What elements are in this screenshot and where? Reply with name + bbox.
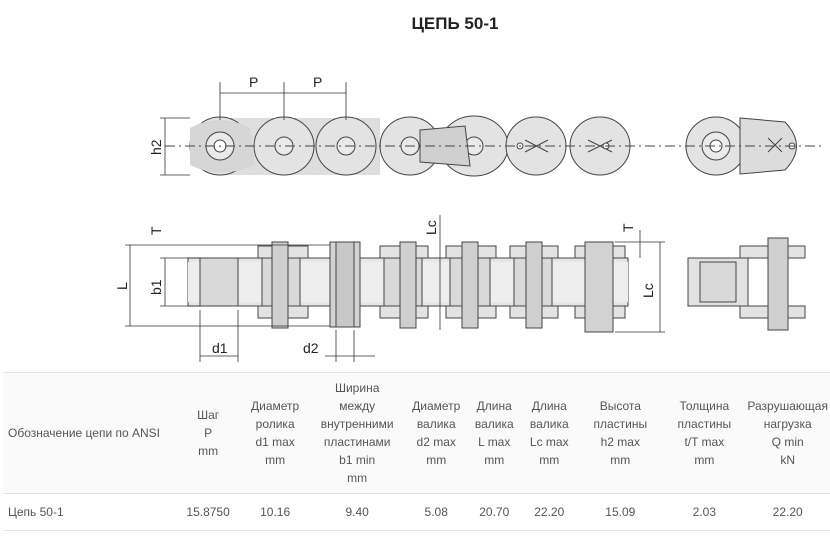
column-header-line: mm [347, 471, 368, 485]
column-header: Высота пластины h2 max mm [577, 372, 664, 494]
table-cell: 9.40 [309, 493, 406, 531]
column-header-line: P [204, 426, 213, 440]
column-header-line: Lc max [529, 435, 569, 449]
table-cell: Цепь 50-1 [3, 493, 176, 531]
column-header: Длина валика L max mm [467, 372, 522, 494]
column-header: Обозначение цепи по ANSI [3, 372, 176, 494]
column-header-line: Разрушающая [747, 399, 828, 413]
chain-drawing: P P h2 T L b1 Lc T Lc d1 d2 [114, 74, 825, 362]
column-header-line: mm [694, 453, 715, 467]
column-header-line: b1 min [339, 453, 376, 467]
column-header-line: валика [474, 417, 514, 431]
table-cell: 22.20 [521, 493, 578, 531]
table-cell: 5.08 [405, 493, 468, 531]
column-header: Диаметр ролика d1 max mm [241, 372, 310, 494]
d2-label: d2 [303, 340, 319, 356]
column-header-line: mm [539, 453, 560, 467]
table-cell: 15.09 [577, 493, 664, 531]
column-header: Длина валика Lc max mm [521, 372, 578, 494]
column-header-line: внутренними [320, 417, 394, 431]
table-cell: 20.70 [467, 493, 522, 531]
column-header-line: Обозначение цепи по ANSI [8, 426, 161, 440]
l-label: L [114, 282, 130, 290]
page-title: ЦЕПЬ 50-1 [411, 14, 499, 33]
column-header-line: Высота [599, 399, 641, 413]
column-header-line: Толщина [679, 399, 730, 413]
column-header-line: d2 max [416, 435, 456, 449]
column-header-line: L max [478, 435, 511, 449]
column-header-line: валика [529, 417, 569, 431]
table-cell: 22.20 [745, 493, 830, 531]
column-header-line: нагрузка [763, 417, 812, 431]
column-header-line: mm [426, 453, 447, 467]
column-header-line: mm [265, 453, 286, 467]
column-header-line: пластины [677, 417, 732, 431]
lc-label-right: Lc [640, 283, 656, 298]
b1-label: b1 [148, 279, 164, 295]
column-header: Разрушающая нагрузка Q min kN [745, 372, 830, 494]
column-header-line: Длина [531, 399, 567, 413]
column-header-line: Шаг [197, 408, 220, 422]
column-header-line: ролика [255, 417, 295, 431]
column-header-line: d1 max [255, 435, 295, 449]
column-header-line: Диаметр [412, 399, 461, 413]
column-header-line: mm [484, 453, 505, 467]
t-label-right: T [620, 223, 636, 232]
d1-label: d1 [212, 340, 228, 356]
column-header-line: mm [610, 453, 631, 467]
column-header-line: Диаметр [251, 399, 300, 413]
h2-label: h2 [148, 139, 164, 155]
column-header-line: Длина [476, 399, 512, 413]
column-header-line: валика [416, 417, 456, 431]
column-header: Толщина пластины t/T max mm [663, 372, 746, 494]
t-label-left: T [148, 226, 164, 235]
pitch-label-1: P [249, 74, 258, 90]
table-cell: 10.16 [241, 493, 310, 531]
column-header-line: t/T max [684, 435, 725, 449]
column-header-line: Ширина [334, 381, 380, 395]
chain-plan-view [187, 237, 806, 333]
column-header-line: h2 max [600, 435, 640, 449]
column-header: Диаметр валика d2 max mm [405, 372, 468, 494]
column-header-line: между [339, 399, 376, 413]
column-header-line: kN [780, 453, 796, 467]
pitch-label-2: P [313, 74, 322, 90]
table-cell: 2.03 [663, 493, 746, 531]
column-header-line: пластины [593, 417, 648, 431]
column-header-line: пластинами [323, 435, 391, 449]
lc-label-left: Lc [423, 220, 439, 235]
column-header-line: mm [198, 444, 219, 458]
table-cell: 15.8750 [175, 493, 242, 531]
column-header: Ширина между внутренними пластинами b1 min mm [309, 372, 406, 494]
column-header-line: Q min [771, 435, 804, 449]
